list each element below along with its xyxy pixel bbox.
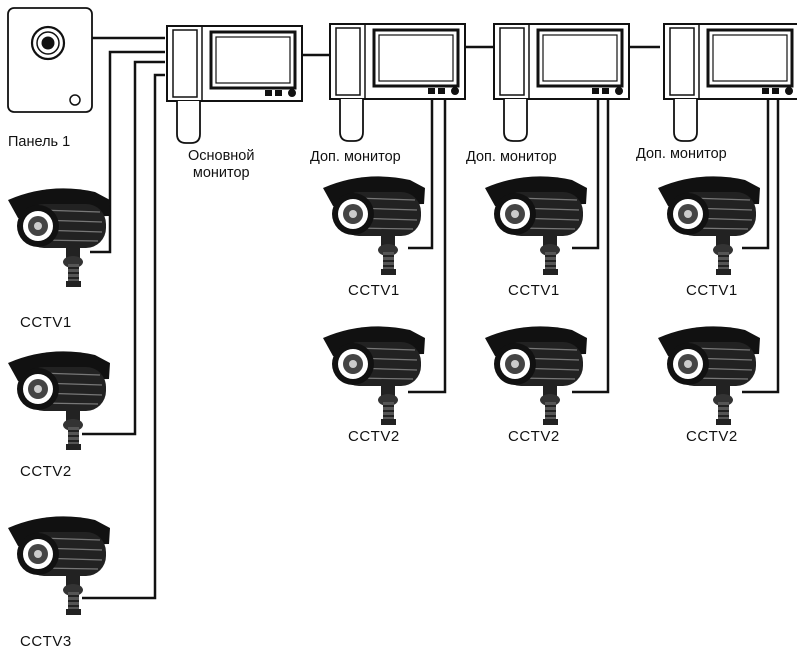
extra-monitor-label-2: Доп. монитор xyxy=(466,149,557,165)
camera-cctv1-m3 xyxy=(657,175,761,276)
main-monitor-label: Основной монитор xyxy=(188,148,254,181)
main-monitor-label-line1: Основной xyxy=(188,148,255,164)
camera-cctv2-m3 xyxy=(657,325,761,426)
cctv1-m1-label: CCTV1 xyxy=(348,282,400,299)
cctv1-m2-label: CCTV1 xyxy=(508,282,560,299)
camera-cctv1-m1 xyxy=(322,175,426,276)
cctv2-m3-label: CCTV2 xyxy=(686,428,738,445)
camera-cctv1-m2 xyxy=(484,175,588,276)
camera-cctv2-m2 xyxy=(484,325,588,426)
cctv2-m2-label: CCTV2 xyxy=(508,428,560,445)
extra-monitor-label-1: Доп. монитор xyxy=(310,149,401,165)
camera-cctv1-left xyxy=(7,187,111,288)
panel-label: Панель 1 xyxy=(8,134,71,150)
wiring-lines xyxy=(82,36,780,600)
extra-monitor-label-3: Доп. монитор xyxy=(636,146,727,162)
main-monitor xyxy=(165,24,304,145)
main-monitor-label-line2: монитор xyxy=(192,164,250,181)
cctv2-m1-label: CCTV2 xyxy=(348,428,400,445)
cctv1-m3-label: CCTV1 xyxy=(686,282,738,299)
door-panel xyxy=(7,7,93,113)
camera-cctv2-m1 xyxy=(322,325,426,426)
camera-cctv3-left xyxy=(7,515,111,616)
cctv3-left-label: CCTV3 xyxy=(20,633,72,650)
cctv1-left-label: CCTV1 xyxy=(20,314,72,331)
cctv2-left-label: CCTV2 xyxy=(20,463,72,480)
